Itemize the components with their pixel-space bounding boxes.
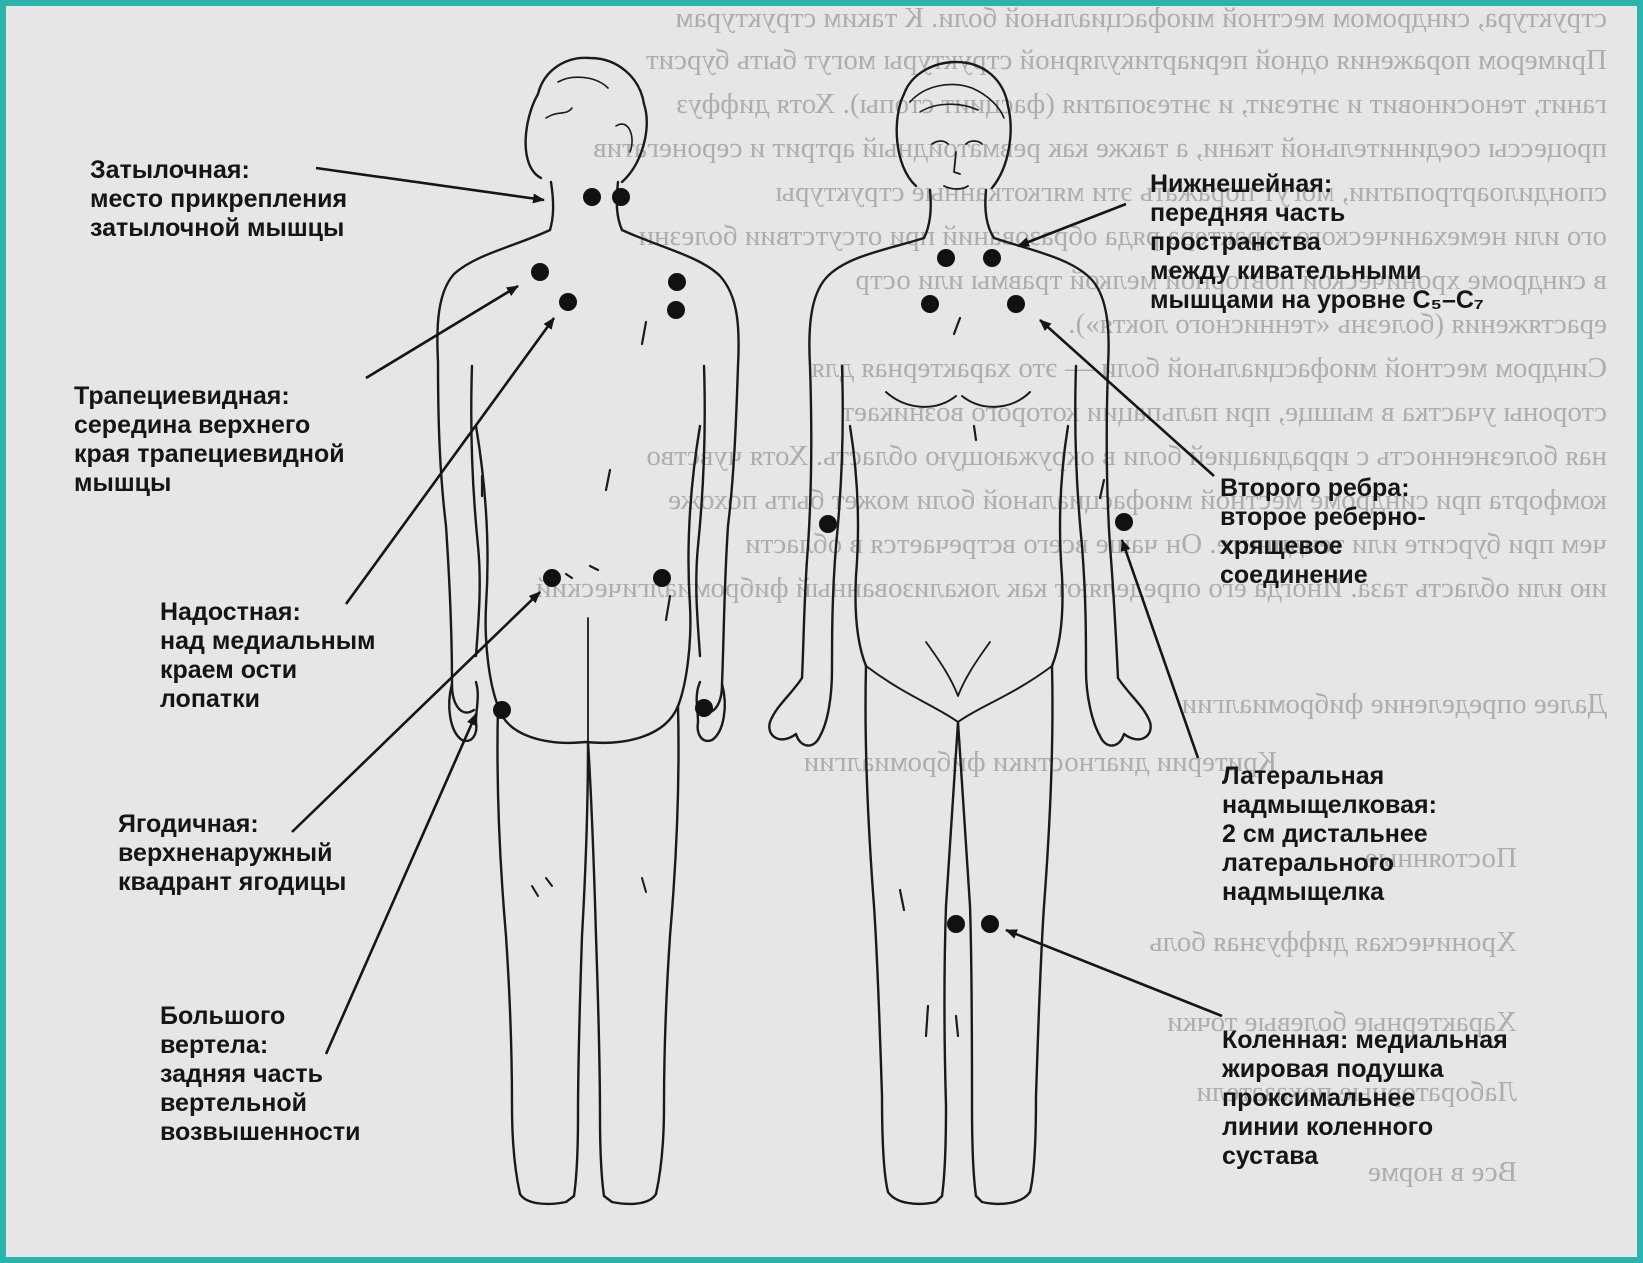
point-cervical-right: [983, 249, 1001, 267]
label-line: хрящевое: [1220, 532, 1426, 561]
point-gluteal-right: [653, 569, 671, 587]
point-trochanter-right: [695, 699, 713, 717]
label-gluteal: Ягодичная: верхненаружный квадрант ягоди…: [118, 810, 346, 897]
front-figure: [769, 62, 1150, 1204]
label-line: края трапециевидной: [74, 440, 345, 469]
label-line: Надостная:: [160, 598, 376, 627]
label-occipital: Затылочная: место прикрепления затылочно…: [90, 156, 347, 243]
point-epicondyle-left: [819, 515, 837, 533]
point-knee-right: [981, 915, 999, 933]
label-line: квадрант ягодицы: [118, 868, 346, 897]
point-trapezius-left: [531, 263, 549, 281]
label-line: Ягодичная:: [118, 810, 346, 839]
leader-line-supraspinatus: [346, 318, 554, 604]
label-line: Коленная: медиальная: [1222, 1026, 1508, 1055]
label-supraspinatus: Надостная: над медиальным краем ости лоп…: [160, 598, 376, 714]
figure-page: структура, синдромом местной миофасциаль…: [6, 6, 1637, 1257]
leader-line-epicondyle: [1122, 540, 1198, 758]
label-knee: Коленная: медиальная жировая подушка про…: [1222, 1026, 1508, 1171]
front-body-outline: [802, 238, 1118, 678]
point-epicondyle-right: [1115, 513, 1133, 531]
label-line: Большого: [160, 1002, 361, 1031]
label-line: Латеральная: [1222, 762, 1437, 791]
label-line: соединение: [1220, 561, 1426, 590]
label-line: середина верхнего: [74, 411, 345, 440]
label-line: мышцами на уровне C₅–C₇: [1150, 286, 1484, 315]
label-line: надмыщелка: [1222, 878, 1437, 907]
point-trochanter-left: [493, 701, 511, 719]
point-occipital-left: [583, 188, 601, 206]
label-line: верхненаружный: [118, 839, 346, 868]
label-line: Нижнешейная:: [1150, 170, 1484, 199]
label-line: передняя часть: [1150, 199, 1484, 228]
back-legs: [497, 706, 678, 1196]
label-line: мышцы: [74, 469, 345, 498]
leader-lines: [292, 168, 1222, 1054]
label-line: вертельной: [160, 1089, 361, 1118]
point-supraspinatus-left: [559, 293, 577, 311]
label-line: 2 см дистальнее: [1222, 820, 1437, 849]
leader-line-second-rib: [1040, 320, 1214, 476]
label-line: пространства: [1150, 228, 1484, 257]
label-cervical: Нижнешейная: передняя часть пространства…: [1150, 170, 1484, 315]
point-trapezius-right: [668, 273, 686, 291]
label-trapezius: Трапециевидная: середина верхнего края т…: [74, 382, 345, 498]
label-line: Трапециевидная:: [74, 382, 345, 411]
label-line: линии коленного: [1222, 1113, 1508, 1142]
label-line: задняя часть: [160, 1060, 361, 1089]
leader-line-cervical: [1018, 204, 1126, 246]
back-head: [526, 58, 647, 182]
label-line: проксимальнее: [1222, 1084, 1508, 1113]
label-line: лопатки: [160, 685, 376, 714]
label-line: над медиальным: [160, 627, 376, 656]
leader-line-occipital: [316, 168, 544, 200]
label-line: Затылочная:: [90, 156, 347, 185]
label-line: жировая подушка: [1222, 1055, 1508, 1084]
label-line: возвышенности: [160, 1118, 361, 1147]
label-line: вертела:: [160, 1031, 361, 1060]
label-epicondyle: Латеральная надмыщелковая: 2 см дистальн…: [1222, 762, 1437, 907]
tender-points: [493, 188, 1133, 933]
point-cervical-left: [937, 249, 955, 267]
point-gluteal-left: [543, 569, 561, 587]
label-line: сустава: [1222, 1142, 1508, 1171]
back-figure: [437, 58, 738, 1204]
point-occipital-right: [612, 188, 630, 206]
label-line: между киватель­ными: [1150, 257, 1484, 286]
label-line: надмыщелковая:: [1222, 791, 1437, 820]
label-line: место прикрепления: [90, 185, 347, 214]
point-second-rib-right: [1007, 295, 1025, 313]
label-second-rib: Второго ребра: второе реберно- хрящевое …: [1220, 474, 1426, 590]
point-supraspinatus-right: [667, 301, 685, 319]
point-knee-left: [947, 915, 965, 933]
point-second-rib-left: [921, 295, 939, 313]
label-line: латерального: [1222, 849, 1437, 878]
label-line: второе реберно-: [1220, 503, 1426, 532]
label-line: Второго ребра:: [1220, 474, 1426, 503]
label-trochanter: Большого вертела: задняя часть вертельно…: [160, 1002, 361, 1147]
label-line: краем ости: [160, 656, 376, 685]
label-line: затылочной мышцы: [90, 214, 347, 243]
